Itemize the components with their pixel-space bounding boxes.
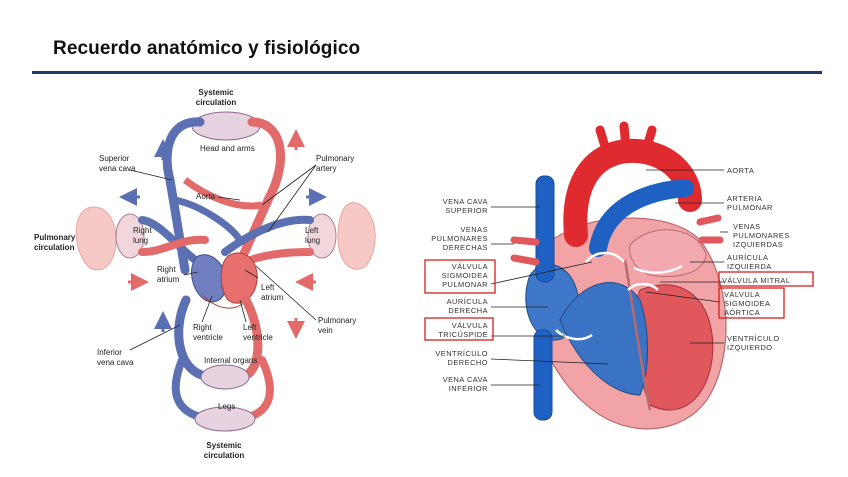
flow-arrows: [128, 138, 318, 332]
ventriculo-derecho-line1: VENTRÍCULO: [435, 349, 488, 358]
aorta-hlabel: AORTA: [727, 166, 754, 175]
venas-der-line2: PULMONARES: [431, 234, 488, 243]
internal-organs-label: Internal organs: [204, 356, 257, 365]
left-lung-line1: Left: [305, 226, 319, 235]
valvula-aortica-line2: SIGMOIDEA: [724, 299, 770, 308]
left-ventricle-line1: Left: [243, 323, 257, 332]
right-lung-line1: Right: [133, 226, 152, 235]
pulmonary-artery-line2: artery: [316, 164, 336, 173]
inferior-vena-cava-line2: vena cava: [97, 358, 134, 367]
heart-anatomy-diagram: AORTA ARTERIA PULMONAR VENAS PULMONARES …: [425, 126, 813, 429]
left-lung-line2: lung: [305, 236, 320, 245]
pulmonary-circulation-line1: Pulmonary: [34, 233, 76, 242]
systemic-bottom-line2: circulation: [204, 451, 245, 460]
venas-izq-line2: PULMONARES: [733, 231, 790, 240]
systemic-top-line1: Systemic: [198, 88, 234, 97]
right-atrium-line2: atrium: [157, 275, 180, 284]
auricula-izquierda-line1: AURÍCULA: [727, 253, 768, 262]
left-ventricle-line2: ventricle: [243, 333, 273, 342]
valvula-pulmonar-line2: SIGMOIDEA: [442, 271, 488, 280]
valvula-mitral-label: VÁLVULA MITRAL: [722, 276, 790, 285]
venas-der-line3: DERECHAS: [443, 243, 488, 252]
valvula-pulmonar-line1: VÁLVULA: [452, 262, 488, 271]
vena-cava-inferior-line2: INFERIOR: [449, 384, 488, 393]
auricula-izquierda-line2: IZQUIERDA: [727, 262, 772, 271]
vena-cava-superior-line2: SUPERIOR: [445, 206, 488, 215]
head-and-arms-label: Head and arms: [200, 144, 255, 153]
vena-cava-superior-line1: VENA CAVA: [443, 197, 488, 206]
label-leaders: [130, 165, 316, 350]
right-atrium-line1: Right: [157, 265, 176, 274]
arteria-pulmonar-line2: PULMONAR: [727, 203, 773, 212]
auricula-derecha-line1: AURÍCULA: [447, 297, 488, 306]
pulmonary-vein-line2: vein: [318, 326, 333, 335]
venas-izq-line1: VENAS: [733, 222, 761, 231]
valvula-tricuspide-line2: TRICÚSPIDE: [438, 330, 488, 339]
pulmonary-circulation-line2: circulation: [34, 243, 75, 252]
systemic-bottom-line1: Systemic: [206, 441, 242, 450]
pulmonary-artery-line1: Pulmonary: [316, 154, 354, 163]
venas-izq-line3: IZQUIERDAS: [733, 240, 783, 249]
pulmonary-vein-line1: Pulmonary: [318, 316, 356, 325]
venas-der-line1: VENAS: [460, 225, 488, 234]
ventriculo-derecho-line2: DERECHO: [448, 358, 488, 367]
valvula-aortica-line3: AÓRTICA: [724, 308, 760, 317]
valvula-aortica-line1: VÁLVULA: [724, 290, 760, 299]
inferior-vena-cava-line1: Inferior: [97, 348, 122, 357]
valvula-pulmonar-line3: PULMONAR: [442, 280, 488, 289]
right-ventricle-line1: Right: [193, 323, 212, 332]
circulation-diagram: Systemic circulation Head and arms Super…: [34, 88, 375, 460]
aorta-label: Aorta: [196, 192, 216, 201]
right-lung-line2: lung: [133, 236, 148, 245]
ventriculo-izquierdo-line1: VENTRÍCULO: [727, 334, 780, 343]
vena-cava-inferior-line1: VENA CAVA: [443, 375, 488, 384]
right-ventricle-line2: ventricle: [193, 333, 223, 342]
systemic-top-line2: circulation: [196, 98, 237, 107]
valvula-tricuspide-line1: VÁLVULA: [452, 321, 488, 330]
legs-label: Legs: [218, 402, 235, 411]
ventriculo-izquierdo-line2: IZQUIERDO: [727, 343, 773, 352]
left-atrium-line2: atrium: [261, 293, 284, 302]
auricula-derecha-line2: DERECHA: [448, 306, 488, 315]
superior-vena-cava-line1: Superior: [99, 154, 130, 163]
left-atrium-line1: Left: [261, 283, 275, 292]
arteria-pulmonar-line1: ARTERIA: [727, 194, 762, 203]
superior-vena-cava-line2: vena cava: [99, 164, 136, 173]
